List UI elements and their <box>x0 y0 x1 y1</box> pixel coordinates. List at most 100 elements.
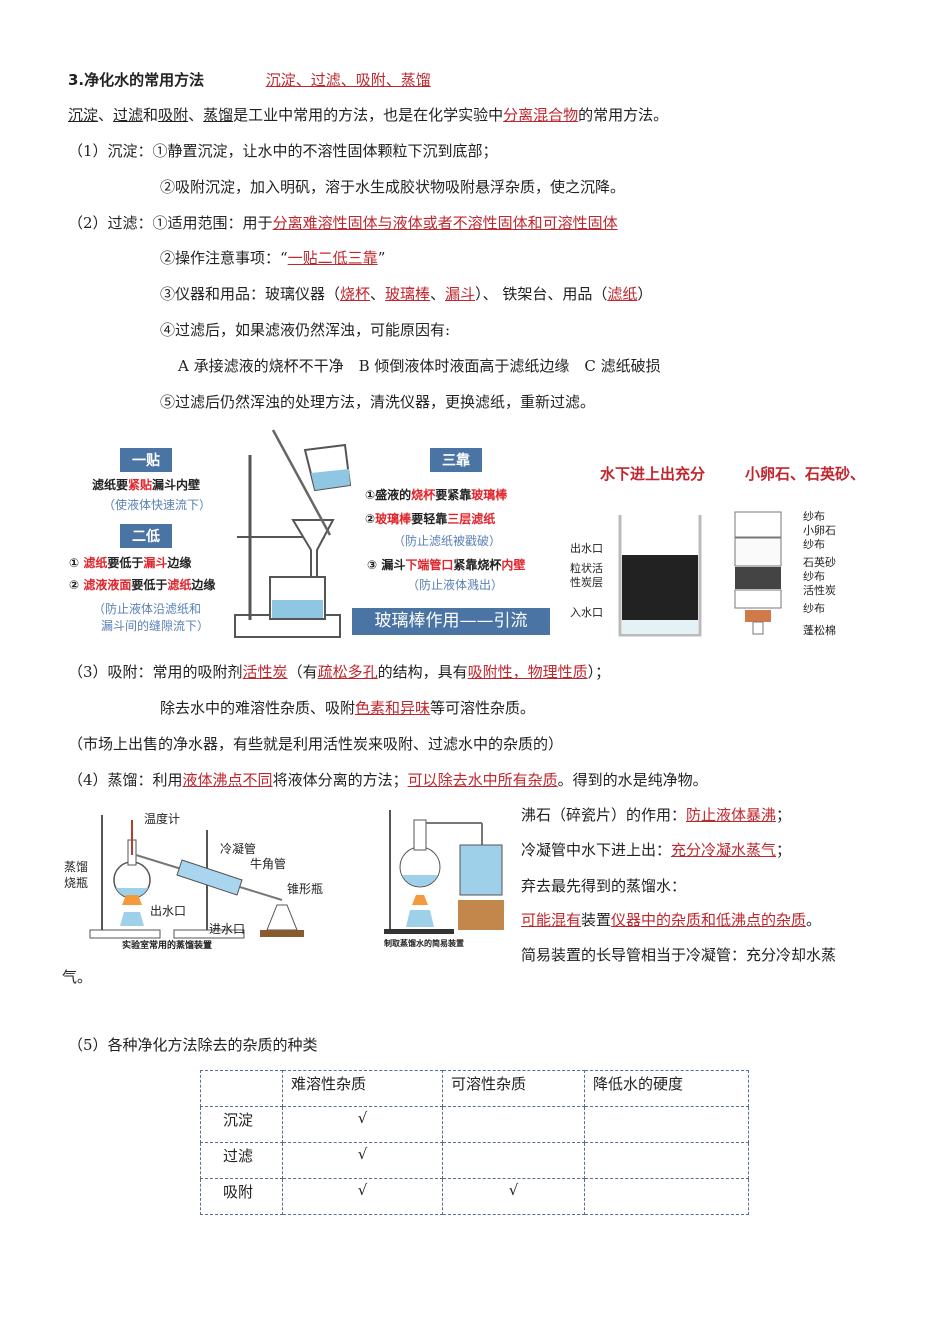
purifier-right-labels: 纱布 小卵石 纱布 石英砂 纱布 活性炭 纱布 蓬松棉 <box>803 510 836 637</box>
answer-porous: 疏松多孔 <box>317 663 378 681</box>
yitie-tag: 一贴 <box>120 448 172 472</box>
filtration-item-4: ④过滤后，如果滤液仍然浑浊，可能原因有: <box>160 321 451 339</box>
text: 。得到的水是纯净物。 <box>557 771 708 789</box>
term-adsorption: 吸附 <box>158 106 189 124</box>
term-sedimentation: 沉淀 <box>68 106 99 124</box>
purifier-heading-left: 水下进上出充分 <box>600 465 706 483</box>
sedimentation-label: （1）沉淀： <box>68 142 153 160</box>
purifier-left-labels: 出水口 粒状活 性炭层 入水口 <box>570 542 603 619</box>
layered-filter-icon <box>734 511 782 635</box>
filtration-line-1: （2）过滤：①适用范围：用于分离难溶性固体与液体或者不溶性固体和可溶性固体 <box>68 213 618 233</box>
purifier-figure: 水下进上出充分 小卵石、石英砂、 出水口 粒状活 性炭层 入水口 纱布 小卵石 … <box>565 455 895 650</box>
filtration-item-1-answer: 分离难溶性固体与液体或者不溶性固体和可溶性固体 <box>272 214 618 232</box>
yitie-text: 滤纸要紧贴漏斗内壁 <box>92 478 201 492</box>
filtration-line-3: ③仪器和用品：玻璃仪器（烧杯、玻璃棒、漏斗）、 铁架台、用品（滤纸） <box>160 284 652 304</box>
table-header-row: 难溶性杂质 可溶性杂质 降低水的硬度 <box>200 1070 749 1107</box>
table-cell: √ <box>282 1106 443 1143</box>
text: 等可溶性杂质。 <box>430 699 536 717</box>
sankao-note-3: （防止液体溅出） <box>407 578 504 592</box>
text: 气。 <box>62 968 93 986</box>
erdi-note-2: 漏斗间的缝隙流下） <box>101 619 210 633</box>
paren-close: ） <box>637 285 653 303</box>
table-row: 过滤 √ <box>200 1142 749 1179</box>
table-header <box>200 1070 283 1107</box>
answer-pigment-odor: 色素和异味 <box>355 699 431 717</box>
summary-label-text: （5）各种净化方法除去的杂质的种类 <box>68 1036 318 1054</box>
sedimentation-item-1: ①静置沉淀，让水中的不溶性固体颗粒下沉到底部； <box>152 142 498 160</box>
label-flask-1: 蒸馏 <box>64 860 89 874</box>
answer-prevent-bumping: 防止液体暴沸 <box>686 806 777 824</box>
filtration-figure: 一贴 滤纸要紧贴漏斗内壁 （使液体快速流下） 二低 ① 滤纸要低于漏斗边缘 ② … <box>65 425 565 645</box>
answer-may-contain: 可能混有 <box>521 911 582 929</box>
table-header: 降低水的硬度 <box>584 1070 749 1107</box>
table-cell <box>584 1142 749 1179</box>
filtration-line-5: ⑤过滤后仍然浑浊的处理方法，清洗仪器，更换滤纸，重新过滤。 <box>160 392 595 412</box>
text: 弃去最先得到的蒸馏水： <box>521 877 687 895</box>
label-adapter: 牛角管 <box>250 857 287 871</box>
filtration-item-3-mid: ）、 铁架台、用品（ <box>475 285 608 303</box>
erdi-rule-2: ② 滤液液面要低于滤纸边缘 <box>69 578 216 592</box>
sedimentation-line-2: ②吸附沉淀，加入明矾，溶于水生成胶状物吸附悬浮杂质，使之沉降。 <box>160 177 625 197</box>
intro-line: 沉淀、过滤和吸附、蒸馏是工业中常用的方法，也是在化学实验中分离混合物的常用方法。 <box>68 105 668 125</box>
distillation-note-4: 可能混有装置仪器中的杂质和低沸点的杂质。 <box>521 910 821 930</box>
distillation-note-3: 弃去最先得到的蒸馏水： <box>521 876 686 896</box>
label-water-out: 出水口 <box>150 904 187 918</box>
table-cell: √ <box>282 1178 443 1215</box>
text: 简易装置的长导管相当于冷凝管：充分冷却水蒸 <box>521 946 837 964</box>
term-filtration: 过滤 <box>113 106 144 124</box>
table-header: 难溶性杂质 <box>282 1070 443 1107</box>
purifier-heading-right: 小卵石、石英砂、 <box>745 465 866 483</box>
text: 装置 <box>581 911 612 929</box>
distillation-label: （4）蒸馏：利用 <box>68 771 183 789</box>
sedimentation-line-1: （1）沉淀：①静置沉淀，让水中的不溶性固体颗粒下沉到底部； <box>68 141 498 161</box>
answer-activated-carbon: 活性炭 <box>242 663 288 681</box>
text: ； <box>776 806 792 824</box>
glass-rod-banner: 玻璃棒作用——引流 <box>352 608 550 635</box>
answer-impurities: 仪器中的杂质和低沸点的杂质 <box>611 911 807 929</box>
table-cell: 沉淀 <box>200 1106 283 1143</box>
erdi-rule-1: ① 滤纸要低于漏斗边缘 <box>69 556 192 570</box>
table-row: 沉淀 √ <box>200 1106 749 1143</box>
sep: 、 <box>430 285 446 303</box>
sep: 和 <box>143 106 159 124</box>
table-cell: √ <box>282 1142 443 1179</box>
sep: 、 <box>98 106 114 124</box>
sankao-rule-3: ③ 漏斗下端管口紧靠烧杯内壁 <box>367 558 526 572</box>
distillation-note-5: 简易装置的长导管相当于冷凝管：充分冷却水蒸 <box>521 945 836 965</box>
answer-boiling-point: 液体沸点不同 <box>182 771 273 789</box>
answer-filter-paper: 滤纸 <box>607 285 638 303</box>
label-thermometer: 温度计 <box>144 812 181 826</box>
label-condenser: 冷凝管 <box>220 842 257 856</box>
adsorption-note: （市场上出售的净水器，有些就是利用活性炭来吸附、过滤水中的杂质的） <box>68 734 563 754</box>
label-flask-2: 烧瓶 <box>64 876 89 890</box>
text: 冷凝管中水下进上出： <box>521 841 672 859</box>
simple-distillation-figure: 制取蒸馏水的简易装置 <box>382 805 512 950</box>
section-heading: 3.净化水的常用方法 沉淀、过滤、吸附、蒸馏 <box>68 70 431 90</box>
distillation-note-2: 冷凝管中水下进上出：充分冷凝水蒸气； <box>521 840 791 860</box>
filtration-apparatus-icon <box>234 429 352 638</box>
distillation-apparatus-icon <box>89 815 304 939</box>
table-cell <box>584 1178 749 1215</box>
table-row: 吸附 √ √ <box>200 1178 749 1215</box>
table-cell <box>442 1142 585 1179</box>
term-distillation: 蒸馏 <box>203 106 234 124</box>
answer-adsorptive: 吸附性，物理性质 <box>467 663 588 681</box>
summary-label: （5）各种净化方法除去的杂质的种类 <box>68 1035 318 1055</box>
text: （有 <box>287 663 318 681</box>
distillation-note-5-wrap: 气。 <box>62 967 92 987</box>
table-cell <box>584 1106 749 1143</box>
text: 将液体分离的方法； <box>272 771 408 789</box>
intro-text: 是工业中常用的方法，也是在化学实验中 <box>233 106 504 124</box>
answer-funnel: 漏斗 <box>445 285 476 303</box>
answer-glass-rod: 玻璃棒 <box>385 285 431 303</box>
sankao-tag: 三靠 <box>430 448 482 472</box>
filtration-item-2-answer: 一贴二低三靠 <box>287 249 378 267</box>
text: 。 <box>806 911 822 929</box>
table-cell: √ <box>442 1178 585 1215</box>
simple-still-icon <box>384 810 504 934</box>
title-answer: 沉淀、过滤、吸附、蒸馏 <box>265 71 431 89</box>
adsorption-note-text: （市场上出售的净水器，有些就是利用活性炭来吸附、过滤水中的杂质的） <box>68 735 564 753</box>
filtration-item-3: ③仪器和用品：玻璃仪器（ <box>160 285 341 303</box>
carbon-filter-icon <box>618 515 702 637</box>
adsorption-label: （3）吸附：常用的吸附剂 <box>68 663 243 681</box>
